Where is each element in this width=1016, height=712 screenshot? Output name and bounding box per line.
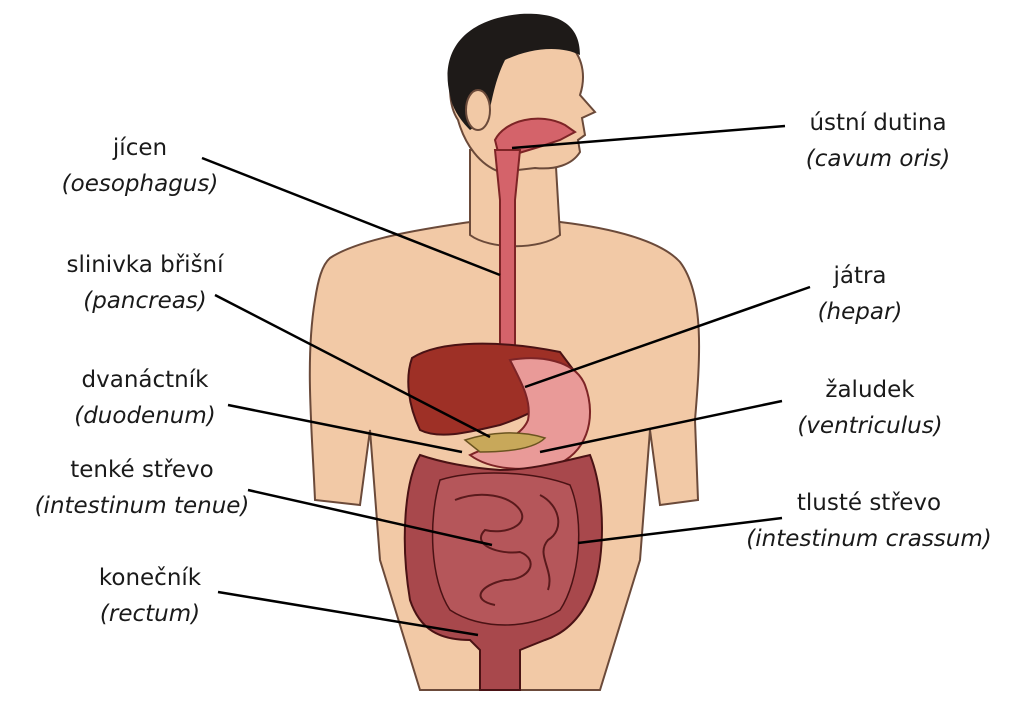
label-latin: (rectum) — [70, 596, 230, 632]
label-latin: (ventriculus) — [765, 408, 975, 444]
label-czech: slinivka břišní — [40, 247, 250, 283]
label-intestinum-crassum: tlusté střevo (intestinum crassum) — [725, 485, 1013, 557]
label-czech: žaludek — [765, 372, 975, 408]
label-rectum: konečník (rectum) — [70, 560, 230, 632]
label-hepar: játra (hepar) — [800, 258, 920, 330]
label-latin: (oesophagus) — [40, 166, 240, 202]
label-czech: dvanáctník — [55, 362, 235, 398]
label-czech: tlusté střevo — [725, 485, 1013, 521]
label-cavum-oris: ústní dutina (cavum oris) — [778, 105, 978, 177]
label-latin: (intestinum crassum) — [725, 521, 1013, 557]
label-oesophagus: jícen (oesophagus) — [40, 130, 240, 202]
label-latin: (duodenum) — [55, 398, 235, 434]
label-pancreas: slinivka břišní (pancreas) — [40, 247, 250, 319]
label-latin: (pancreas) — [40, 283, 250, 319]
ear — [466, 90, 490, 130]
label-intestinum-tenue: tenké střevo (intestinum tenue) — [8, 452, 276, 524]
label-czech: konečník — [70, 560, 230, 596]
label-czech: jícen — [40, 130, 240, 166]
label-czech: ústní dutina — [778, 105, 978, 141]
label-latin: (intestinum tenue) — [8, 488, 276, 524]
label-duodenum: dvanáctník (duodenum) — [55, 362, 235, 434]
label-czech: tenké střevo — [8, 452, 276, 488]
label-latin: (hepar) — [800, 294, 920, 330]
small-intestine — [433, 473, 579, 625]
label-latin: (cavum oris) — [778, 141, 978, 177]
label-ventriculus: žaludek (ventriculus) — [765, 372, 975, 444]
label-czech: játra — [800, 258, 920, 294]
